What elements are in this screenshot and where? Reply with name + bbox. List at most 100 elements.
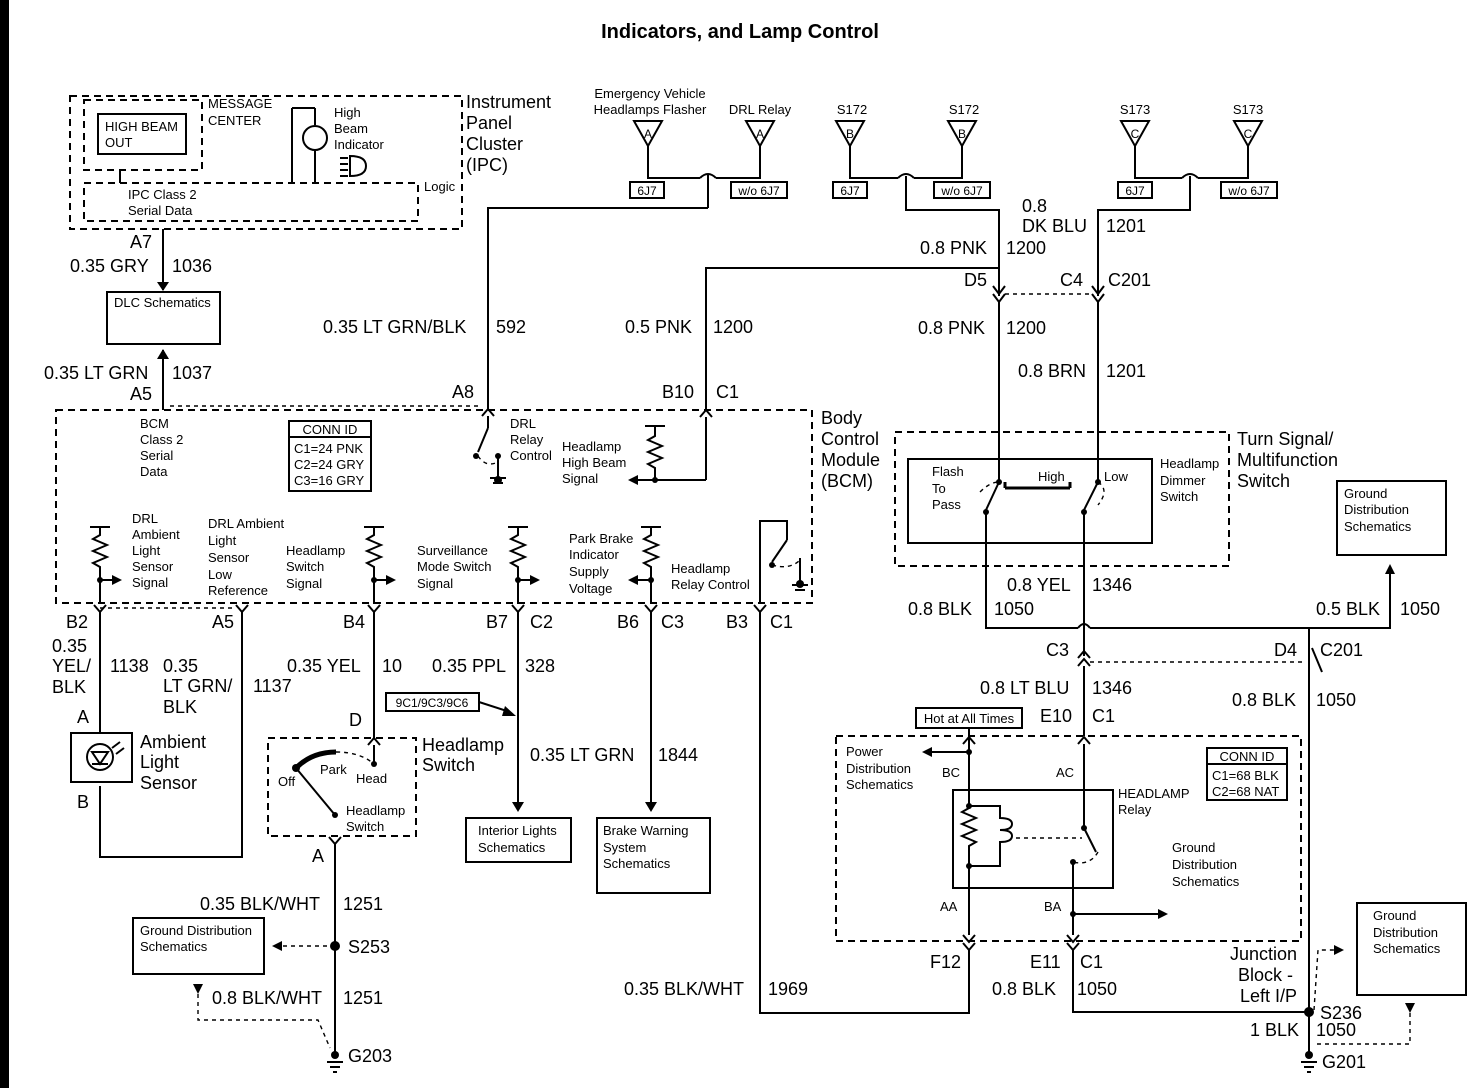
drl-low-ref-label-2: Light — [208, 533, 237, 548]
conn-c1-c: C1 — [770, 612, 793, 632]
drl-relay-control-label: DRL — [510, 416, 536, 431]
bcm-name-3: Module — [821, 450, 880, 470]
pin-a-sensor: A — [77, 707, 89, 727]
turn-signal-name-3: Switch — [1237, 471, 1290, 491]
turn-signal-name: Turn Signal/ — [1237, 429, 1333, 449]
conn-c1-d: C1 — [1080, 952, 1103, 972]
brake-warning-ref[interactable] — [596, 817, 711, 894]
ambient-sensor-name-2: Light — [140, 752, 179, 772]
drl-ambient-signal-label-2: Ambient — [132, 527, 180, 542]
ipc-name: Instrument — [466, 92, 551, 112]
pin-e10: E10 — [1040, 706, 1072, 726]
pin-aa-label: AA — [940, 899, 958, 914]
dimmer-label: Headlamp — [1160, 456, 1219, 471]
wire-label-0-35-gry: 0.35 GRY — [70, 256, 149, 276]
wire-label-0-35-ppl: 0.35 PPL — [432, 656, 506, 676]
bcm-class2-label-2: Class 2 — [140, 432, 183, 447]
high-beam-indicator-label: High — [334, 105, 361, 120]
wire-1137 — [99, 612, 243, 858]
circuit-328: 328 — [525, 656, 555, 676]
headlamp-switch-signal-label-3: Signal — [286, 576, 322, 591]
diagram-title: Indicators, and Lamp Control — [601, 21, 879, 43]
drl-ambient-signal-label: DRL — [132, 511, 158, 526]
arrow-down-icon-4 — [1405, 1003, 1415, 1013]
surveillance-label-2: Mode Switch — [417, 559, 491, 574]
ground-g201-label: G201 — [1322, 1052, 1366, 1072]
splice-s236-label: S236 — [1320, 1003, 1362, 1023]
option-wo6j7-c — [1220, 181, 1278, 199]
high-beam-indicator-label-3: Indicator — [334, 137, 385, 152]
option-wo6j7-c-label: w/o 6J7 — [1227, 184, 1270, 198]
ground-distribution-ref-bottom-right[interactable] — [1356, 902, 1467, 996]
drl-low-ref-label-5: Reference — [208, 583, 268, 598]
flash-to-pass-label: Flash — [932, 464, 964, 479]
ipc-logic-box — [83, 182, 419, 222]
arrow-up-icon-2 — [1385, 564, 1395, 574]
wire-1200-bcm — [705, 267, 999, 410]
bcm-module-box — [55, 409, 813, 604]
source-triangles — [632, 120, 1264, 160]
option-6j7-b — [832, 181, 868, 199]
circuit-1137: 1137 — [253, 676, 292, 696]
conn-c1-a: C1 — [716, 382, 739, 402]
high-beam-signal-label: Headlamp — [562, 439, 621, 454]
jb-ground-dist-label: Ground — [1172, 840, 1215, 855]
arrow-left-icon — [272, 941, 282, 951]
option-wo6j7-a — [730, 181, 788, 199]
wire-label-0-8-pnk-a: 0.8 PNK — [920, 238, 987, 258]
bcm-class2-label: BCM — [140, 416, 169, 431]
s173-label-2: S173 — [1233, 102, 1263, 117]
headlamp-relay-control-label: Headlamp — [671, 561, 730, 576]
ambient-sensor-name: Ambient — [140, 732, 206, 752]
bcm-conn-id-c2: C2=24 GRY — [294, 457, 365, 472]
ground-ref-br-label: Ground — [1373, 908, 1416, 923]
logic-label: Logic — [424, 179, 456, 194]
ground-ref-tr-label-2: Distribution — [1344, 502, 1409, 517]
pin-c4: C4 — [1060, 270, 1083, 290]
circuit-1050-d: 1050 — [1077, 979, 1117, 999]
s172-label-1: S172 — [837, 102, 867, 117]
arrow-right-icon — [1158, 909, 1168, 919]
wire-label-dk-blu: DK BLU — [1022, 216, 1087, 236]
ambient-sensor-name-3: Sensor — [140, 773, 197, 793]
wire-label-0-8-blk-a: 0.8 BLK — [908, 599, 972, 619]
wire-label-0-8-lt-blu: 0.8 LT BLU — [980, 678, 1069, 698]
circuit-1050-a: 1050 — [994, 599, 1034, 619]
tri-c-2: C — [1244, 127, 1253, 141]
wire-label-0-35-lt-grn-2: 0.35 LT GRN — [530, 745, 634, 765]
ground-ref-left-label-2: Schematics — [140, 939, 208, 954]
dlc-schematics-ref[interactable] — [106, 291, 221, 345]
pin-b-sensor: B — [77, 792, 89, 812]
ground-distribution-ref-left[interactable] — [132, 917, 265, 975]
drl-low-ref-label: DRL Ambient — [208, 516, 284, 531]
ipc-name-4: (IPC) — [466, 155, 508, 175]
pin-a-connector — [328, 836, 342, 846]
circuit-10: 10 — [382, 656, 402, 676]
conn-c201-b: C201 — [1320, 640, 1363, 660]
interior-lights-ref[interactable] — [465, 817, 572, 863]
wire-label-0-8-blk-b: 0.8 BLK — [1232, 690, 1296, 710]
splice-s253 — [330, 941, 340, 951]
ground-distribution-ref-top-right[interactable] — [1336, 480, 1447, 556]
wire-label-0-5-blk: 0.5 BLK — [1316, 599, 1380, 619]
bcm-name-4: (BCM) — [821, 471, 873, 491]
brake-warning-label-2: System — [603, 840, 646, 855]
jb-conn-id-box — [1206, 747, 1288, 801]
conn-c2: C2 — [530, 612, 553, 632]
option-wo6j7-b — [933, 181, 991, 199]
relay-coil-icon — [959, 790, 1099, 935]
wire-label-0-35-blk-wht-b: 0.35 BLK/WHT — [624, 979, 744, 999]
pin-a8: A8 — [452, 382, 474, 402]
ground-ref-br-label-3: Schematics — [1373, 941, 1441, 956]
pin-b6: B6 — [617, 612, 639, 632]
arrow-pointer-icon — [502, 706, 516, 716]
circuit-1251-a: 1251 — [343, 894, 383, 914]
arrow-down-icon — [157, 282, 169, 291]
message-center-label-2: CENTER — [208, 113, 261, 128]
option-6j7-c — [1117, 181, 1153, 199]
pin-b2: B2 — [66, 612, 88, 632]
high-beam-indicator-label-2: Beam — [334, 121, 368, 136]
ground-ref-br-label-2: Distribution — [1373, 925, 1438, 940]
hot-at-all-times-label: Hot at All Times — [924, 711, 1015, 726]
ambient-light-sensor-box — [70, 732, 133, 783]
